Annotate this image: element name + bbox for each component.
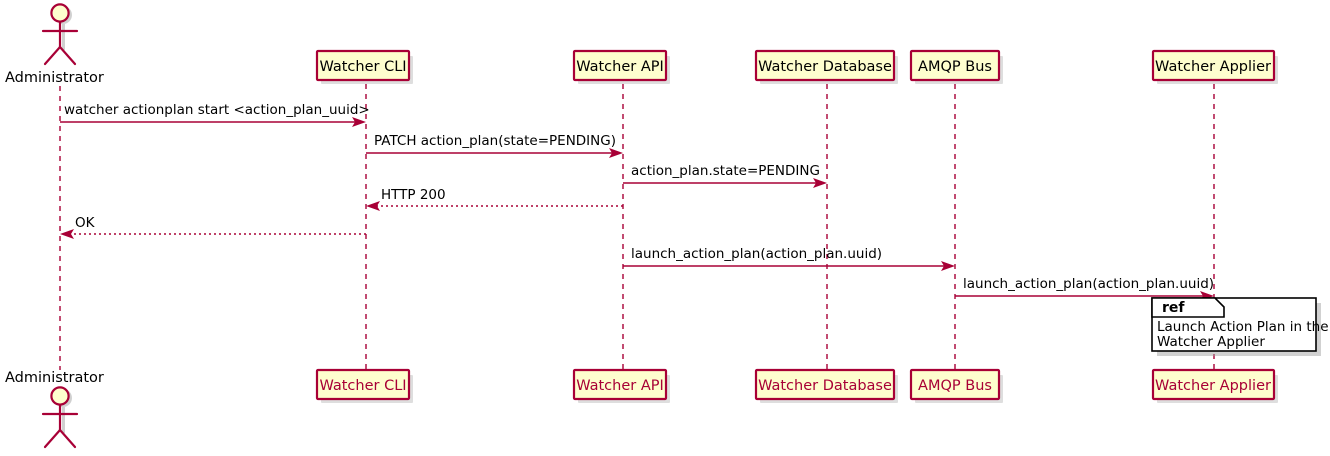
message-arrow-2: action_plan.state=PENDING (623, 163, 827, 188)
ref-frame-tag (1151, 297, 1225, 318)
participant-rect-watcher-cli-bottom (315, 368, 411, 401)
participant-label-amqp-bus-bottom: AMQP Bus (918, 378, 992, 394)
participant-rect-watcher-api-top (572, 49, 668, 82)
participant-rect-watcher-database-top (754, 49, 896, 82)
actor-administrator-top[interactable]: Administrator (5, 3, 104, 86)
message-label-3: HTTP 200 (381, 187, 446, 203)
participant-box-watcher-database-bottom[interactable]: Watcher Database (754, 368, 898, 403)
participant-box-watcher-api-bottom[interactable]: Watcher API (572, 368, 670, 403)
message-arrow-4: OK (60, 215, 366, 239)
participant-label-watcher-database-top: Watcher Database (758, 59, 892, 75)
message-arrowhead-0 (352, 117, 366, 127)
participant-label-watcher-applier-top: Watcher Applier (1155, 59, 1271, 75)
message-arrowhead-4 (60, 229, 74, 239)
actor-right-leg-icon-bottom (58, 428, 77, 449)
participant-rect-watcher-api-bottom (572, 368, 668, 401)
message-label-1: PATCH action_plan(state=PENDING) (374, 133, 616, 149)
message-arrow-3: HTTP 200 (366, 187, 623, 211)
lifelines-group (59, 84, 1215, 371)
participant-box-watcher-applier-top[interactable]: Watcher Applier (1151, 49, 1278, 84)
participant-label-watcher-api-bottom: Watcher API (576, 378, 664, 394)
message-arrow-5: launch_action_plan(action_plan.uuid) (623, 246, 955, 271)
participant-rect-watcher-applier-bottom (1151, 368, 1276, 401)
participant-label-watcher-cli-top: Watcher CLI (319, 59, 406, 75)
participant-label-watcher-api-top: Watcher API (576, 59, 664, 75)
ref-frame[interactable]: ref Launch Action Plan in the Watcher Ap… (1151, 297, 1329, 356)
actor-label-administrator-top: Administrator (5, 70, 104, 86)
participant-label-watcher-applier-bottom: Watcher Applier (1155, 378, 1271, 394)
participant-box-watcher-cli-bottom[interactable]: Watcher CLI (315, 368, 413, 403)
participant-rect-amqp-bus-bottom (909, 368, 1001, 401)
participant-rect-watcher-applier-top (1151, 49, 1276, 82)
participant-box-amqp-bus-bottom[interactable]: AMQP Bus (909, 368, 1003, 403)
message-arrowhead-1 (609, 148, 623, 158)
participant-box-watcher-api-top[interactable]: Watcher API (572, 49, 670, 84)
actor-head-icon (50, 3, 70, 23)
message-arrow-1: PATCH action_plan(state=PENDING) (366, 133, 623, 158)
message-arrowhead-2 (813, 178, 827, 188)
message-label-5: launch_action_plan(action_plan.uuid) (631, 246, 882, 262)
actor-left-leg-icon-bottom (43, 428, 62, 449)
message-arrowhead-3 (366, 201, 380, 211)
ref-frame-text-line-1: Launch Action Plan in the (1157, 319, 1329, 335)
participant-rect-watcher-database-bottom (754, 368, 896, 401)
actor-left-leg-icon (43, 45, 62, 66)
actor-label-administrator-bottom: Administrator (5, 370, 104, 386)
participant-box-watcher-cli-top[interactable]: Watcher CLI (315, 49, 413, 84)
actor-administrator-bottom[interactable]: Administrator (5, 370, 104, 449)
participant-rect-amqp-bus-top (909, 49, 1001, 82)
participant-rect-watcher-cli-top (315, 49, 411, 82)
ref-frame-text-line-2: Watcher Applier (1157, 334, 1265, 350)
actor-head-icon-bottom (50, 386, 70, 406)
message-label-0: watcher actionplan start <action_plan_uu… (64, 102, 370, 118)
message-arrowhead-5 (941, 261, 955, 271)
participant-box-watcher-applier-bottom[interactable]: Watcher Applier (1151, 368, 1278, 403)
participant-label-amqp-bus-top: AMQP Bus (918, 59, 992, 75)
participant-label-watcher-cli-bottom: Watcher CLI (319, 378, 406, 394)
participant-box-watcher-database-top[interactable]: Watcher Database (754, 49, 898, 84)
actor-right-leg-icon (58, 45, 77, 66)
participant-label-watcher-database-bottom: Watcher Database (758, 378, 892, 394)
message-label-4: OK (75, 215, 96, 231)
message-label-2: action_plan.state=PENDING (631, 163, 820, 179)
ref-frame-tag-label: ref (1162, 300, 1185, 316)
message-arrow-6: launch_action_plan(action_plan.uuid) (955, 276, 1214, 301)
message-arrow-0: watcher actionplan start <action_plan_uu… (60, 102, 370, 127)
participant-box-amqp-bus-top[interactable]: AMQP Bus (909, 49, 1003, 84)
message-label-6: launch_action_plan(action_plan.uuid) (963, 276, 1214, 292)
